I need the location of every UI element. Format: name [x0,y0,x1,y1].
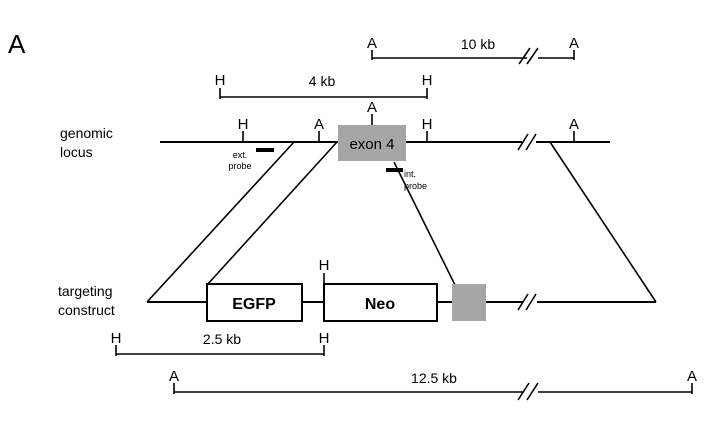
site-hind: H [319,257,330,274]
genomic-locus: genomic locus H A A H A exon 4 ext. prob… [60,99,610,191]
scale-label-bottom-a: 12.5 kb [411,370,457,386]
break-mark-icon [517,293,529,311]
break-mark-icon [525,293,537,311]
ext-probe-label-line2: probe [228,161,251,171]
site-hind: H [422,72,433,89]
targeting-label-line2: construct [58,302,115,318]
scale-bottom-a: A A 12.5 kb [169,368,697,401]
panel-label: A [8,29,26,59]
site-hind: H [111,330,122,347]
egfp-label: EGFP [232,296,276,313]
site-afl: A [569,116,579,133]
genomic-label-line2: locus [60,144,93,160]
int-probe-label-line2: probe [404,181,427,191]
exon-fragment-box [452,284,486,321]
site-afl: A [569,35,579,52]
exon-label: exon 4 [349,136,394,153]
break-mark-icon [526,382,539,401]
site-hind: H [215,72,226,89]
site-afl: A [687,368,697,385]
homology-connectors [146,141,657,303]
scale-label-top-a: 10 kb [461,36,495,52]
scale-label-bottom-h: 2.5 kb [203,331,241,347]
scale-top-a: A A 10 kb [367,35,579,65]
ext-probe-label-line1: ext. [233,150,248,160]
break-mark-icon [525,133,537,151]
site-hind: H [422,116,433,133]
break-mark-icon [517,382,530,401]
targeting-construct: targeting construct EGFP Neo H [58,257,656,322]
scale-top-h: H H 4 kb [215,72,433,99]
break-mark-icon [518,47,531,65]
site-afl: A [367,99,377,116]
site-afl: A [367,35,377,52]
exon-4-box [338,125,406,161]
site-hind: H [319,330,330,347]
int-probe-label-line1: int. [404,169,416,179]
site-afl: A [169,368,179,385]
scale-label-top-h: 4 kb [309,73,336,89]
neo-label: Neo [365,296,395,313]
neo-cassette [323,283,438,322]
scale-bottom-h: H H 2.5 kb [111,330,330,356]
site-afl: A [314,116,324,133]
egfp-cassette [206,283,303,322]
break-mark-icon [526,47,539,65]
genomic-label-line1: genomic [60,125,113,141]
break-mark-icon [517,133,529,151]
targeting-label-line1: targeting [58,283,112,299]
site-hind: H [238,116,249,133]
